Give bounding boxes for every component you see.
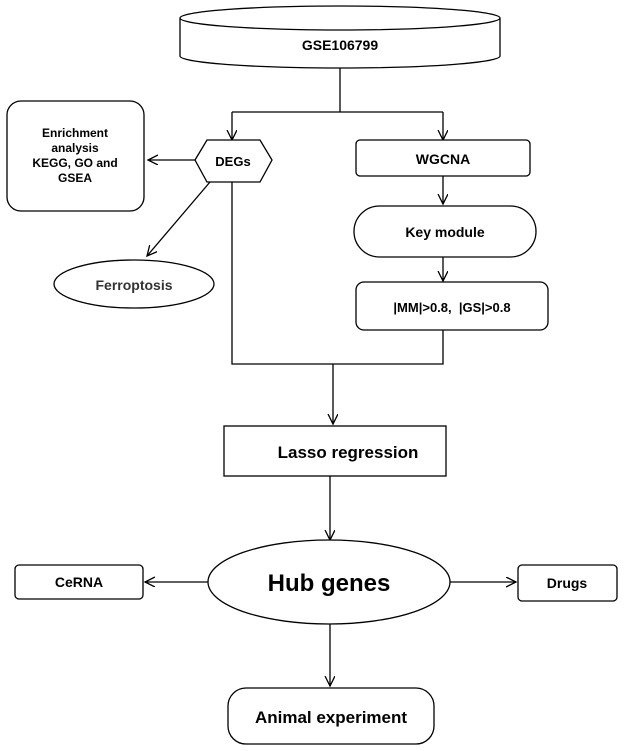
node-animal-experiment: Animal experiment: [227, 687, 435, 745]
degs-label: DEGs: [215, 154, 250, 169]
ferroptosis-label: Ferroptosis: [95, 277, 172, 293]
key-module-pill: [353, 205, 537, 258]
ferroptosis-ellipse: [53, 259, 215, 309]
dataset-label: GSE106799: [302, 37, 378, 53]
enrichment-line-4: GSEA: [58, 171, 92, 185]
node-key-module: Key module: [353, 205, 537, 258]
drugs-label: Drugs: [547, 575, 588, 591]
enrichment-box: [6, 100, 145, 212]
enrichment-line-1: Enrichment: [42, 126, 108, 140]
node-cerna: CeRNA: [14, 564, 144, 600]
hub-genes-label: Hub genes: [268, 570, 391, 597]
arrow-degs-ferroptosis: [147, 181, 211, 256]
connector-degs-down: [231, 182, 444, 365]
connectors: [145, 68, 516, 686]
node-criteria: |MM|>0.8, |GS|>0.8: [355, 281, 549, 331]
node-degs: DEGs: [194, 139, 273, 183]
cylinder-top: [179, 5, 501, 31]
wgcna-box: [355, 139, 531, 177]
criteria-box: [355, 281, 549, 331]
node-wgcna: WGCNA: [355, 139, 531, 177]
animal-experiment-pill: [227, 687, 435, 745]
cylinder-shape: [179, 18, 501, 69]
lasso-box: [223, 425, 447, 477]
node-hub-genes: Hub genes: [207, 539, 451, 625]
degs-hexagon: [194, 139, 273, 183]
lasso-label: Lasso regression: [278, 443, 419, 462]
node-ferroptosis: Ferroptosis: [53, 259, 215, 309]
criteria-label: |MM|>0.8, |GS|>0.8: [393, 300, 510, 315]
node-drugs: Drugs: [517, 564, 618, 602]
node-lasso: Lasso regression: [223, 425, 447, 477]
animal-experiment-label: Animal experiment: [255, 708, 407, 727]
cerna-box: [14, 564, 144, 600]
drugs-box: [517, 564, 618, 602]
hub-genes-ellipse: [207, 539, 451, 625]
cerna-label: CeRNA: [55, 574, 103, 590]
wgcna-label: WGCNA: [416, 151, 470, 167]
enrichment-line-2: analysis: [51, 141, 99, 155]
node-dataset: GSE106799: [179, 5, 501, 69]
enrichment-line-3: KEGG, GO and: [32, 156, 117, 170]
node-enrichment: Enrichment analysis KEGG, GO and GSEA: [6, 100, 145, 212]
key-module-label: Key module: [405, 224, 485, 240]
